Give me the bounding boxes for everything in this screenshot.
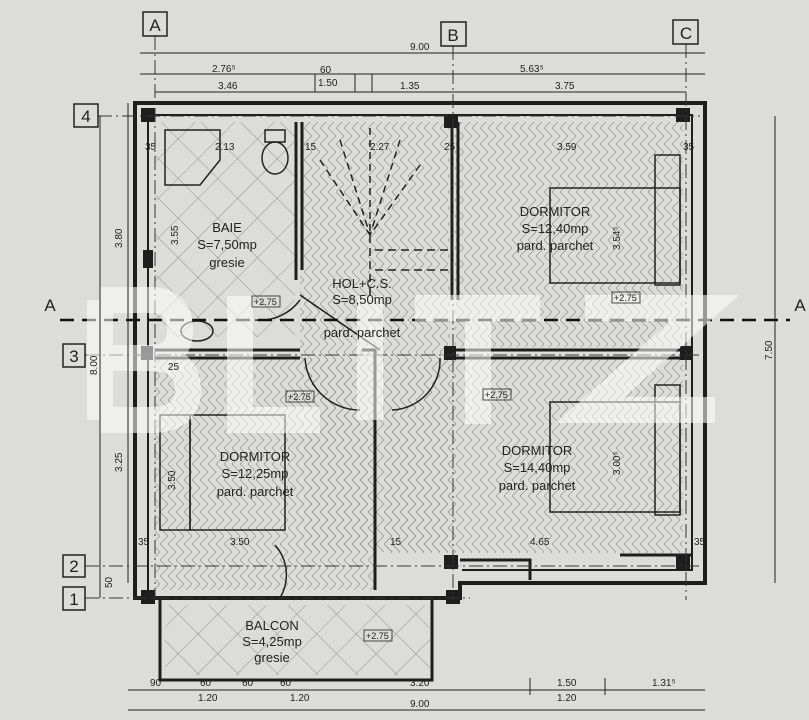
level-label: +2.75 [366, 631, 389, 641]
dim-dormitor3-width: 4.65 [530, 537, 550, 548]
dim-bottom-w3b: 1.20 [557, 693, 577, 704]
dim-baie-width: 2.13 [215, 142, 235, 153]
room-area: S=8,50mp [332, 292, 392, 307]
section-label-right: A [794, 296, 806, 315]
dim-dormitor1-height: 3.54⁵ [612, 226, 623, 250]
dim-dormitor3-height: 3.00⁵ [612, 451, 623, 475]
dim-bottom-w1: 1.20 [198, 693, 218, 704]
dim-left-upper: 3.80 [114, 228, 125, 248]
dim-dormitor2-height: 3.50 [167, 470, 178, 490]
axis-a: A [149, 16, 161, 35]
dim-top-seg1: 3.46 [218, 81, 238, 92]
room-balcon: BALCON S=4,25mp gresie [242, 618, 302, 665]
room-hol: HOL+C.S. S=8,50mp pard. parchet [324, 276, 401, 340]
level-label: +2.75 [485, 390, 508, 400]
dim-bottom-d5: 3.20 [410, 678, 430, 689]
dim-top-right: 5.63⁵ [520, 64, 544, 75]
room-area: S=12,25mp [222, 466, 289, 481]
dim-left-lower: 3.25 [114, 452, 125, 472]
dim-left-bottom: 50 [104, 576, 115, 588]
room-dormitor-3: DORMITOR S=14,40mp pard. parchet [499, 443, 576, 493]
dim-bottom-w2: 1.20 [290, 693, 310, 704]
room-finish: pard. parchet [499, 478, 576, 493]
dim-top-mid-b: 1.50 [318, 78, 338, 89]
dim-wall-25b: 25 [168, 362, 180, 373]
dim-baie-height: 3.55 [170, 225, 181, 245]
dim-bottom-right: 1.31⁵ [652, 678, 676, 689]
axis-1: 1 [69, 590, 78, 609]
room-area: S=4,25mp [242, 634, 302, 649]
dim-top-seg2: 1.35 [400, 81, 420, 92]
section-label-left: A [44, 296, 56, 315]
dim-bottom-d3: 60 [242, 678, 254, 689]
room-name: BALCON [245, 618, 298, 633]
room-area: S=7,50mp [197, 237, 257, 252]
stairs-icon [319, 128, 421, 236]
dim-top-left: 2.76⁵ [212, 64, 236, 75]
room-name: BAIE [212, 220, 242, 235]
dim-wall-15: 15 [305, 142, 317, 153]
level-label: +2.75 [614, 293, 637, 303]
axis-c: C [680, 24, 692, 43]
dormitor-3-floor [385, 358, 683, 553]
level-markers: +2.75 +2.75 +2.75 +2.75 +2.75 [251, 291, 641, 642]
shower-icon [164, 129, 221, 186]
dim-bottom-d1: 90 [150, 678, 162, 689]
dimension-lines [99, 52, 776, 711]
dim-wall-35d: 35 [694, 537, 706, 548]
room-finish: pard. parchet [217, 484, 294, 499]
dim-wall-15b: 15 [390, 537, 402, 548]
dim-wall-35b: 35 [683, 142, 695, 153]
room-name: DORMITOR [502, 443, 573, 458]
axis-b: B [447, 26, 458, 45]
fixtures [159, 128, 681, 599]
axis-4: 4 [81, 107, 90, 126]
dim-top-mid-a: 60 [320, 65, 332, 76]
level-label: +2.75 [254, 297, 277, 307]
axis-2: 2 [69, 557, 78, 576]
room-name: DORMITOR [220, 449, 291, 464]
balcon-floor [165, 605, 430, 675]
room-finish: gresie [254, 650, 289, 665]
dim-wall-35a: 35 [145, 142, 157, 153]
axis-markers [62, 11, 699, 611]
dim-hol-width: 2.27 [370, 142, 390, 153]
dim-bottom-w3a: 1.50 [557, 678, 577, 689]
dim-wall-25: 25 [444, 142, 456, 153]
dim-top-seg3: 3.75 [555, 81, 575, 92]
room-area: S=12,40mp [522, 221, 589, 236]
dim-right-total: 7.50 [764, 340, 775, 360]
dim-top-total: 9.00 [410, 42, 430, 53]
dim-wall-35c: 35 [138, 537, 150, 548]
room-finish: pard. parchet [324, 325, 401, 340]
axis-3: 3 [69, 347, 78, 366]
room-finish: gresie [209, 255, 244, 270]
door-swings [254, 299, 441, 599]
room-dormitor-1: DORMITOR S=12,40mp pard. parchet [517, 204, 594, 253]
dim-bottom-total: 9.00 [410, 699, 430, 710]
dim-bottom-d4: 60 [280, 678, 292, 689]
room-dormitor-2: DORMITOR S=12,25mp pard. parchet [217, 449, 294, 499]
dim-dormitor1-width: 3.59 [557, 142, 577, 153]
dim-dormitor2-width: 3.50 [230, 537, 250, 548]
dim-left-total: 8.00 [89, 355, 100, 375]
room-area: S=14,40mp [504, 460, 571, 475]
room-name: DORMITOR [520, 204, 591, 219]
dim-bottom-d2: 60 [200, 678, 212, 689]
room-baie: BAIE S=7,50mp gresie [197, 220, 257, 270]
room-finish: pard. parchet [517, 238, 594, 253]
level-label: +2.75 [288, 392, 311, 402]
room-name: HOL+C.S. [332, 276, 392, 291]
